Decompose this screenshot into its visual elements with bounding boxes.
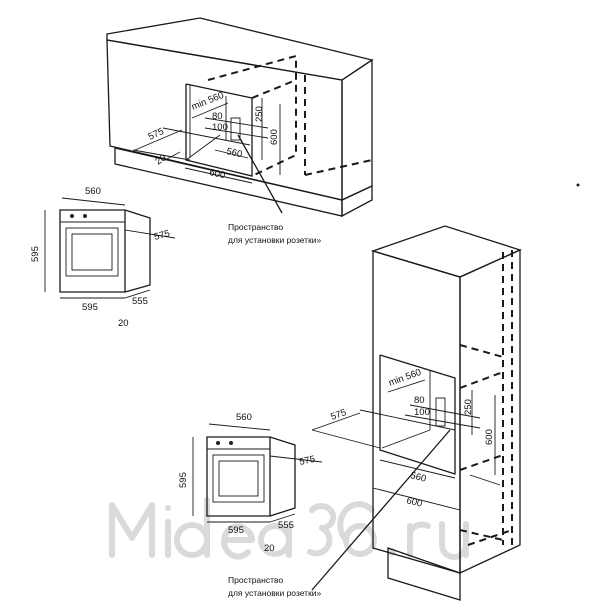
tall-dim-600-width: 600 (405, 495, 423, 510)
tall-dim-min-width: min 560 (387, 367, 423, 389)
oven2-depth: 555 (278, 520, 294, 531)
oven-bottom: 560 595 595 555 20 575 (178, 412, 323, 554)
oven2-door: 20 (264, 543, 275, 554)
dim-560: 560 (225, 146, 243, 160)
socket-space-label-1: Пространство (228, 222, 283, 232)
dim-600-height: 600 (269, 129, 280, 145)
oven-height: 595 (30, 246, 41, 262)
oven2-width: 560 (236, 412, 252, 423)
oven-depth: 555 (132, 296, 148, 307)
tall-dim-575: 575 (329, 407, 348, 423)
tall-dim-100: 100 (414, 407, 430, 418)
dim-575: 575 (147, 126, 166, 143)
dim-250: 250 (254, 106, 265, 122)
tall-dim-600-height: 600 (484, 429, 495, 445)
oven-top: 560 595 595 555 20 575 (30, 186, 176, 329)
oven2-front-width: 595 (228, 525, 244, 536)
oven-width: 560 (85, 186, 101, 197)
dim-min-width: min 560 (190, 90, 225, 113)
top-cabinet: min 560 80 100 250 600 575 20 560 600 Пр… (106, 17, 374, 245)
oven2-side: 575 (298, 454, 316, 468)
tall-dim-560: 560 (409, 470, 427, 485)
dim-600-width: 600 (208, 167, 226, 181)
dim-20: 20 (153, 152, 168, 167)
tall-socket-space-label-1: Пространство (228, 575, 283, 585)
tall-dim-250: 250 (463, 399, 474, 415)
tall-socket-space-label-2: для установки розетки» (228, 588, 322, 598)
oven2-height: 595 (178, 472, 189, 488)
oven-door: 20 (118, 318, 129, 329)
tall-cabinet: min 560 80 100 250 600 575 560 600 Прост… (228, 225, 522, 601)
socket-space-label-2: для установки розетки» (228, 235, 322, 245)
oven-side: 575 (153, 228, 171, 243)
dim-80: 80 (212, 111, 223, 122)
oven-front-width: 595 (82, 302, 98, 313)
tall-dim-80: 80 (414, 395, 425, 406)
dim-100: 100 (212, 122, 228, 133)
